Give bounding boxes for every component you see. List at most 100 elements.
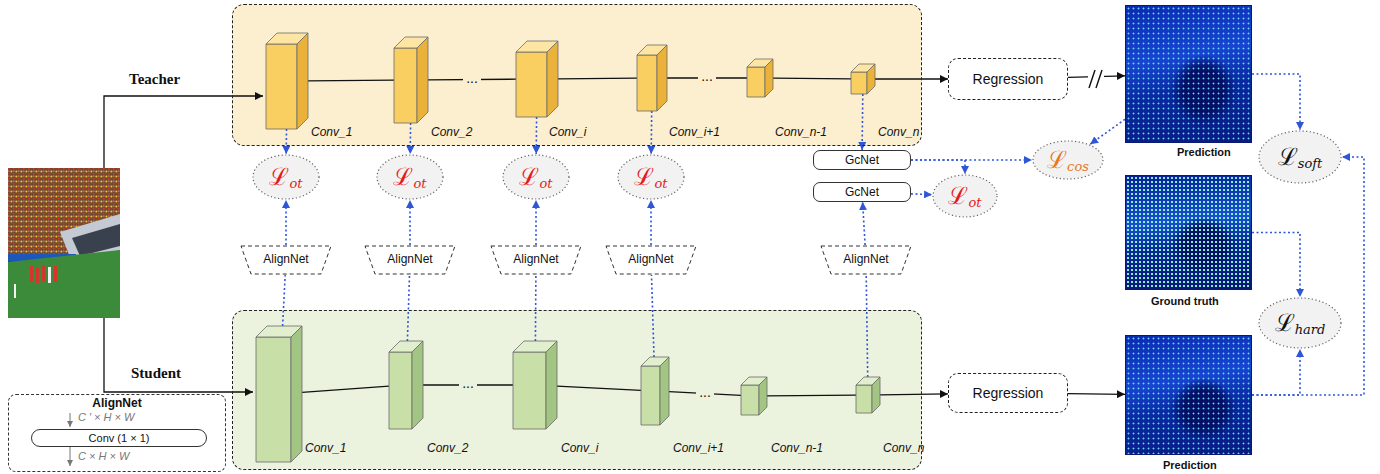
edge-label: ... bbox=[459, 376, 477, 390]
loss-ellipse: ℒot bbox=[252, 154, 320, 200]
node-text: ℒ bbox=[948, 184, 968, 208]
edge-label-holder: ... bbox=[459, 376, 477, 390]
node-text: GcNet bbox=[845, 185, 879, 199]
alignnet-trapezoid: AlignNet bbox=[364, 245, 456, 275]
shape-outline bbox=[513, 341, 557, 429]
cuboid-front bbox=[389, 352, 412, 429]
cuboid-side bbox=[547, 41, 558, 117]
layer-connector bbox=[1068, 393, 1125, 395]
alignnet-trapezoid: AlignNet bbox=[820, 245, 912, 275]
node-text: Conv_n-1 bbox=[771, 441, 823, 455]
node-text: Prediction bbox=[1163, 459, 1217, 471]
node-text: ot bbox=[289, 177, 302, 190]
node-text: Conv_2 bbox=[427, 441, 468, 455]
photo-player bbox=[30, 266, 33, 282]
alignnet-trapezoid: AlignNet bbox=[490, 245, 582, 275]
regression-box: Regression bbox=[948, 58, 1068, 100]
distillation-connector bbox=[535, 117, 537, 154]
node-text: Conv_1 bbox=[305, 441, 346, 455]
cuboid-side bbox=[417, 37, 428, 123]
node-text: ℒ bbox=[393, 165, 413, 189]
alignnet-trapezoid: AlignNet bbox=[605, 245, 697, 275]
distillation-connector bbox=[285, 129, 287, 154]
density-map: Ground truth bbox=[1125, 175, 1252, 290]
node-text: AlignNet bbox=[513, 252, 558, 266]
dimension-label: C ′ × H × W bbox=[78, 411, 134, 423]
node-text: AlignNet bbox=[843, 252, 888, 266]
distillation-connector bbox=[652, 275, 655, 357]
layer-connector bbox=[767, 394, 856, 396]
node-text: Conv_n bbox=[883, 441, 924, 455]
break-mark bbox=[1096, 70, 1102, 88]
cuboid-side bbox=[291, 326, 302, 462]
ellipse-outline bbox=[1259, 298, 1341, 348]
ellipse-outline bbox=[1033, 141, 1103, 179]
photo-crowd bbox=[8, 168, 120, 260]
cuboid-front bbox=[856, 385, 872, 413]
node-text: ℒ bbox=[634, 165, 654, 189]
input-arrow bbox=[104, 96, 263, 168]
density-map: Prediction bbox=[1125, 5, 1252, 143]
photo-ground bbox=[8, 168, 120, 318]
node-text: ot bbox=[654, 177, 667, 190]
node-text: Conv_1 bbox=[311, 125, 352, 139]
label-holder: C × H × W bbox=[78, 450, 129, 462]
distillation-connector bbox=[535, 200, 537, 245]
input-arrow bbox=[104, 318, 253, 392]
shape-outline bbox=[851, 64, 875, 94]
node-text: hard bbox=[1295, 323, 1326, 336]
regression-box: Regression bbox=[948, 373, 1068, 413]
trapezoid-outline bbox=[365, 246, 455, 274]
shape-outline bbox=[747, 59, 773, 97]
distillation-connector bbox=[650, 200, 652, 245]
conv-layer: Conv_i bbox=[513, 341, 557, 429]
layer-connector bbox=[557, 386, 641, 390]
node-text: soft bbox=[1298, 157, 1323, 170]
ellipse-outline bbox=[933, 175, 997, 217]
ellipse-outline bbox=[503, 155, 569, 199]
photo-player bbox=[54, 266, 57, 282]
distillation-connector bbox=[866, 275, 868, 377]
shape-outline bbox=[637, 45, 667, 111]
node-text: Regression bbox=[973, 385, 1044, 401]
edge-label-holder: ... bbox=[463, 71, 481, 85]
cuboid-front bbox=[256, 337, 291, 462]
ellipse-outline bbox=[618, 155, 684, 199]
cuboid-side bbox=[759, 377, 767, 415]
layer-connector bbox=[302, 386, 389, 392]
node-text: AlignNet bbox=[263, 252, 308, 266]
break-gap bbox=[1088, 70, 1104, 88]
distillation-connector bbox=[1252, 233, 1300, 298]
node-text: Conv_i+1 bbox=[669, 125, 720, 139]
ellipse-outline bbox=[1259, 131, 1341, 183]
gcnet-box: GcNet bbox=[813, 182, 911, 202]
cuboid-front bbox=[266, 44, 297, 129]
trapezoid-outline bbox=[821, 246, 911, 274]
legend-arrow bbox=[70, 447, 71, 466]
conv-layer: Conv_n-1 bbox=[741, 377, 767, 415]
node-text: Student bbox=[131, 365, 181, 382]
model-band: TeacherConv_1Conv_2Conv_iConv_i+1Conv_n-… bbox=[232, 4, 922, 146]
node-text: ℒ bbox=[1275, 311, 1295, 335]
node-text: ℒ bbox=[1047, 148, 1067, 172]
loss-ellipse: ℒot bbox=[502, 154, 570, 200]
trapezoid-outline bbox=[241, 246, 331, 274]
cuboid-front bbox=[513, 352, 546, 429]
distillation-connector bbox=[911, 193, 932, 195]
layer-connector bbox=[558, 77, 637, 79]
node-text: Regression bbox=[973, 71, 1044, 87]
node-text: ℒ bbox=[1278, 145, 1298, 169]
distillation-connector bbox=[1252, 74, 1300, 130]
node-text: Conv_n bbox=[878, 125, 919, 139]
cuboid-side bbox=[872, 377, 880, 413]
node-text: ot bbox=[413, 177, 426, 190]
node-text: Conv_n-1 bbox=[775, 125, 827, 139]
shape-outline bbox=[516, 41, 558, 117]
node-text: Conv_i+1 bbox=[673, 441, 724, 455]
loss-ellipse: ℒot bbox=[617, 154, 685, 200]
density-map: Prediction bbox=[1125, 335, 1252, 455]
shape-outline bbox=[389, 341, 423, 429]
loss-ellipse: ℒcos bbox=[1032, 140, 1104, 180]
node-text: ℒ bbox=[519, 165, 539, 189]
